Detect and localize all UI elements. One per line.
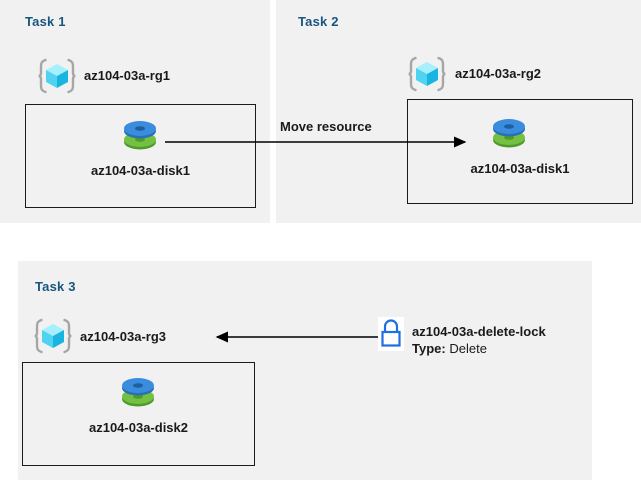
lock-name-label: az104-03a-delete-lock bbox=[412, 324, 546, 339]
lock-arrow bbox=[215, 331, 378, 343]
lock-type-value: Delete bbox=[449, 341, 487, 356]
move-resource-label: Move resource bbox=[280, 119, 372, 134]
task2-resource-box bbox=[407, 99, 633, 204]
resource-group-icon bbox=[408, 56, 446, 92]
task1-resource-box bbox=[25, 104, 256, 208]
task3-heading: Task 3 bbox=[35, 279, 76, 294]
task1-heading: Task 1 bbox=[25, 14, 66, 29]
managed-disk-icon bbox=[120, 115, 160, 157]
task2-resource-label: az104-03a-disk1 bbox=[470, 161, 570, 176]
panel-task2 bbox=[276, 0, 641, 223]
move-resource-arrow bbox=[165, 136, 467, 148]
task1-resource-label: az104-03a-disk1 bbox=[90, 163, 190, 178]
lock-type-label: Type: Delete bbox=[412, 341, 487, 356]
task2-resource-group-label: az104-03a-rg2 bbox=[455, 66, 541, 81]
task2-heading: Task 2 bbox=[298, 14, 339, 29]
task3-resource-label: az104-03a-disk2 bbox=[88, 420, 188, 435]
panel-task1 bbox=[0, 0, 270, 223]
task3-resource-group-label: az104-03a-rg3 bbox=[80, 329, 166, 344]
lock-type-key: Type: bbox=[412, 341, 446, 356]
task3-resource-box bbox=[22, 362, 255, 466]
resource-group-icon bbox=[34, 318, 72, 354]
resource-group-icon bbox=[38, 58, 76, 94]
task1-resource-group-label: az104-03a-rg1 bbox=[84, 68, 170, 83]
managed-disk-icon bbox=[118, 372, 158, 414]
panel-task3 bbox=[18, 261, 592, 480]
managed-disk-icon bbox=[489, 113, 529, 155]
lock-icon bbox=[378, 317, 404, 351]
